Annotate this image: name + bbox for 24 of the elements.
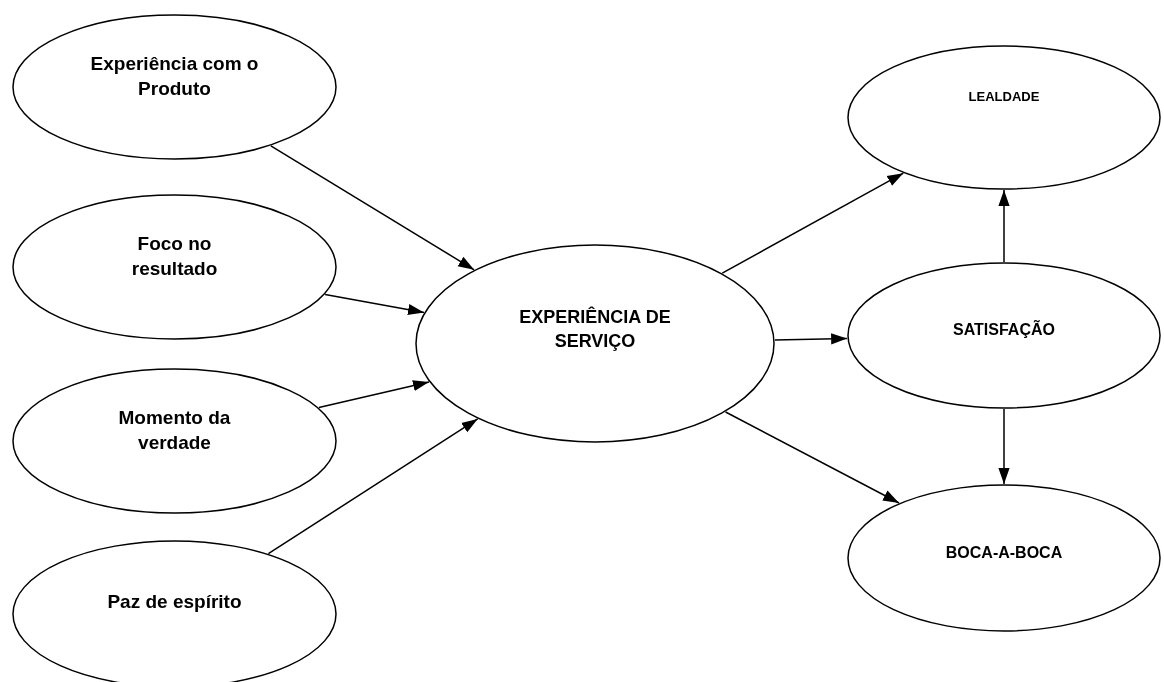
- arrow: [998, 189, 1010, 263]
- arrow: [774, 333, 848, 345]
- node-label: Momento da verdade: [117, 406, 232, 455]
- oval-node: [847, 484, 1161, 632]
- oval-node: [847, 262, 1161, 409]
- node-label: EXPERIÊNCIA DE SERVIÇO: [518, 306, 672, 353]
- arrow: [998, 408, 1010, 485]
- arrow: [324, 293, 425, 316]
- node-label: Experiência com o Produto: [89, 52, 260, 101]
- arrow: [721, 172, 905, 274]
- oval-node: [12, 14, 337, 160]
- arrow: [318, 380, 430, 409]
- arrow: [270, 145, 475, 271]
- arrow: [724, 411, 900, 504]
- node-label: LEALDADE: [967, 89, 1041, 106]
- oval-node: [12, 194, 337, 340]
- arrow: [267, 418, 479, 555]
- node-label: SATISFAÇÃO: [952, 320, 1056, 341]
- oval-node: [847, 45, 1161, 190]
- oval-node: [12, 368, 337, 514]
- node-label: Paz de espírito: [106, 589, 243, 614]
- node-label: BOCA-A-BOCA: [944, 542, 1064, 563]
- node-label: Foco no resultado: [130, 232, 219, 281]
- oval-node: [415, 244, 775, 443]
